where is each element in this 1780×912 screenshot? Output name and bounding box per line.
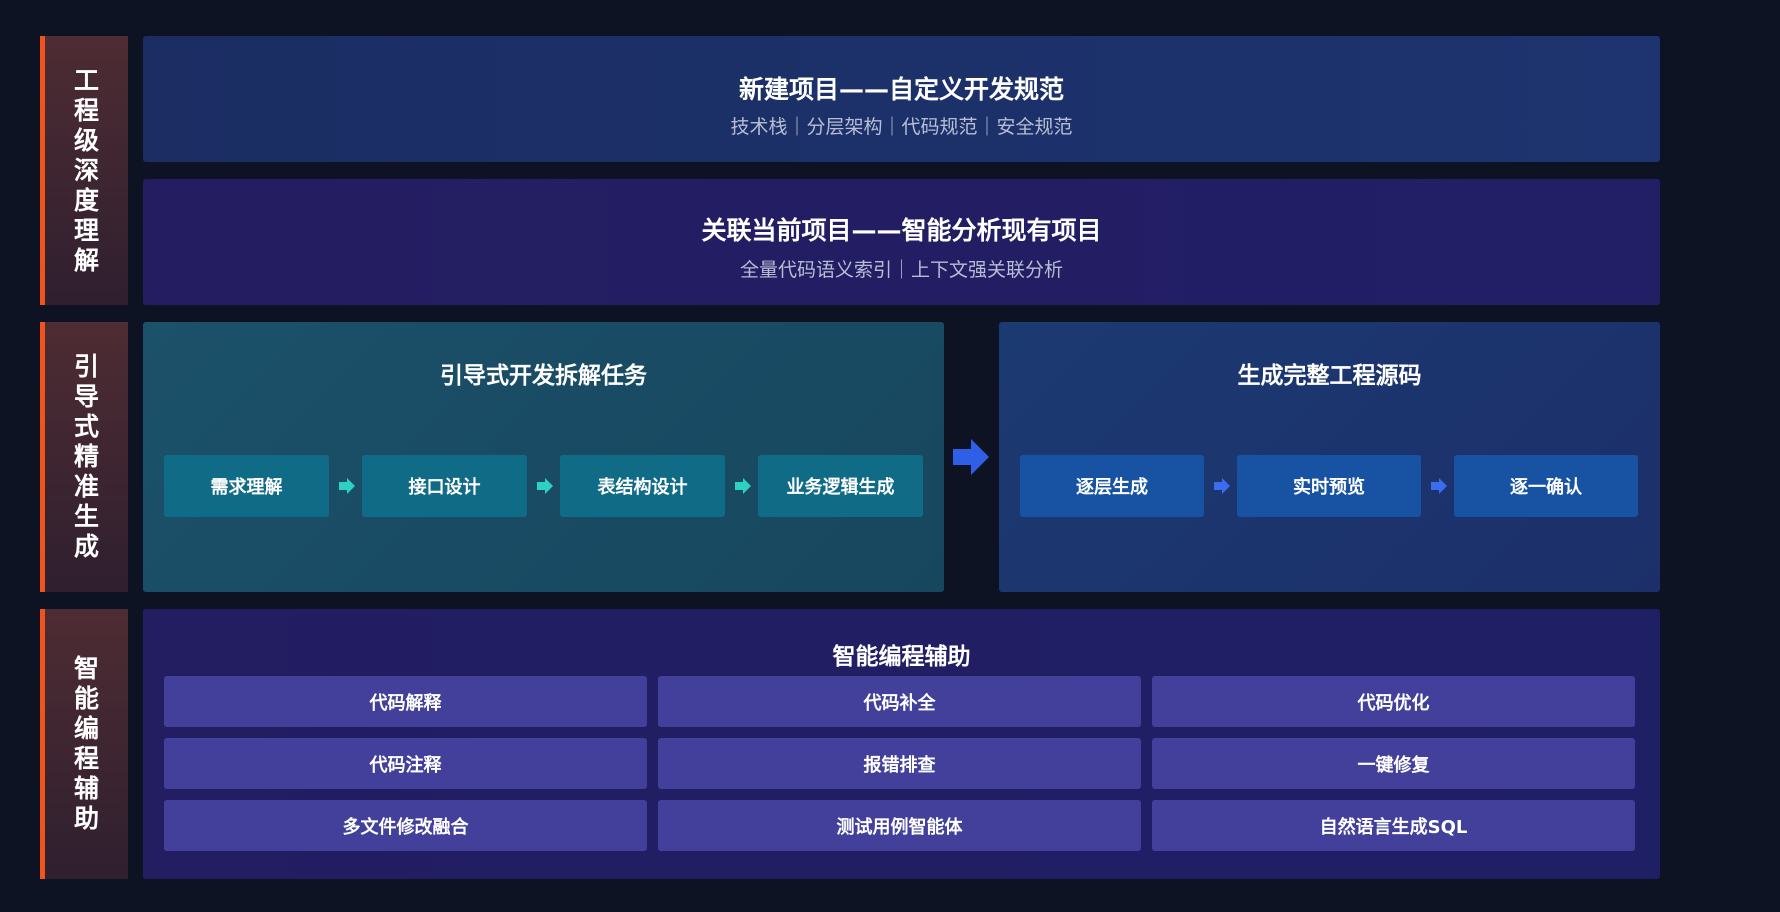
feature-test-case-agent: 测试用例智能体 — [658, 800, 1141, 851]
step-table-design: 表结构设计 — [560, 455, 725, 517]
side-label-text: 智能编程辅助 — [73, 654, 99, 833]
feature-code-explain: 代码解释 — [164, 676, 647, 727]
assist-title: 智能编程辅助 — [832, 644, 971, 670]
chevron-right-icon — [329, 455, 362, 517]
feature-code-complete: 代码补全 — [658, 676, 1141, 727]
new-project-subtitle: 技术栈｜分层架构｜代码规范｜安全规范 — [730, 116, 1073, 138]
feature-multi-file-merge: 多文件修改融合 — [164, 800, 647, 851]
linked-project-panel: 关联当前项目——智能分析现有项目 全量代码语义索引｜上下文强关联分析 — [143, 179, 1660, 305]
step-confirm: 逐一确认 — [1454, 455, 1638, 517]
new-project-title: 新建项目——自定义开发规范 — [738, 75, 1064, 104]
linked-project-title: 关联当前项目——智能分析现有项目 — [701, 216, 1102, 245]
chevron-right-icon — [527, 455, 560, 517]
chevron-right-icon — [1421, 455, 1454, 517]
generate-source-flow: 逐层生成 实时预览 逐一确认 — [1020, 455, 1638, 517]
assist-grid: 代码解释 代码补全 代码优化 代码注释 报错排查 一键修复 多文件修改融合 测试… — [164, 676, 1635, 851]
side-label-text: 工程级深度理解 — [73, 65, 99, 275]
linked-project-subtitle: 全量代码语义索引｜上下文强关联分析 — [739, 259, 1063, 281]
assist-panel: 智能编程辅助 代码解释 代码补全 代码优化 代码注释 报错排查 一键修复 多文件… — [143, 609, 1660, 879]
arrow-right-icon — [953, 439, 989, 475]
generate-source-panel: 生成完整工程源码 逐层生成 实时预览 逐一确认 — [999, 322, 1660, 592]
side-label-assist: 智能编程辅助 — [40, 609, 128, 879]
new-project-panel: 新建项目——自定义开发规范 技术栈｜分层架构｜代码规范｜安全规范 — [143, 36, 1660, 162]
side-label-text: 引导式精准生成 — [73, 352, 99, 561]
guided-dev-panel: 引导式开发拆解任务 需求理解 接口设计 表结构设计 业务逻辑生成 — [143, 322, 944, 592]
step-business-logic: 业务逻辑生成 — [758, 455, 923, 517]
guided-dev-flow: 需求理解 接口设计 表结构设计 业务逻辑生成 — [164, 455, 923, 517]
step-requirement: 需求理解 — [164, 455, 329, 517]
step-live-preview: 实时预览 — [1237, 455, 1421, 517]
feature-nl-to-sql: 自然语言生成SQL — [1152, 800, 1635, 851]
feature-one-click-fix: 一键修复 — [1152, 738, 1635, 789]
feature-error-troubleshoot: 报错排查 — [658, 738, 1141, 789]
feature-code-optimize: 代码优化 — [1152, 676, 1635, 727]
chevron-right-icon — [725, 455, 758, 517]
guided-dev-title: 引导式开发拆解任务 — [440, 363, 647, 389]
feature-code-comment: 代码注释 — [164, 738, 647, 789]
side-label-understanding: 工程级深度理解 — [40, 36, 128, 305]
step-interface-design: 接口设计 — [362, 455, 527, 517]
generate-source-title: 生成完整工程源码 — [1237, 363, 1422, 389]
chevron-right-icon — [1204, 455, 1237, 517]
step-layered-generation: 逐层生成 — [1020, 455, 1204, 517]
side-label-generation: 引导式精准生成 — [40, 322, 128, 592]
